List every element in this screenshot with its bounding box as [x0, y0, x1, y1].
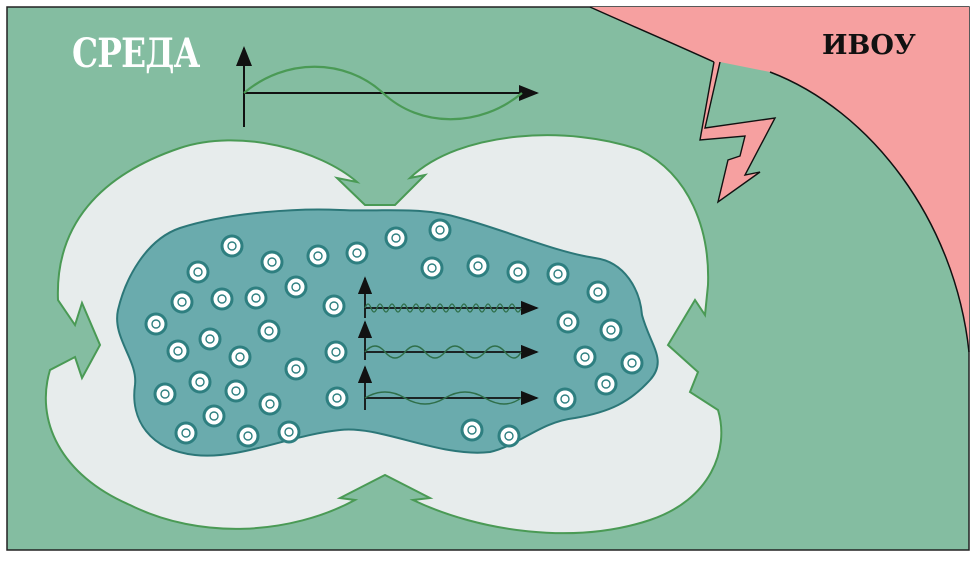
cell-icon — [166, 339, 190, 363]
cell-icon — [153, 382, 177, 406]
cell-icon — [553, 387, 577, 411]
cell-icon — [345, 241, 369, 265]
cell-icon — [420, 256, 444, 280]
cell-icon — [466, 254, 490, 278]
cell-icon — [428, 218, 452, 242]
cell-icon — [306, 244, 330, 268]
cell-icon — [546, 262, 570, 286]
threat-boundary-left — [589, 6, 715, 63]
cell-icon — [210, 287, 234, 311]
threat-boundary-right — [769, 71, 970, 353]
cell-icon — [573, 345, 597, 369]
environment-label: СРЕДА — [72, 30, 200, 77]
cell-icon — [244, 286, 268, 310]
cell-icon — [277, 420, 301, 444]
cell-icon — [170, 290, 194, 314]
cell-icon — [198, 327, 222, 351]
threat-source-label: ИВОУ — [822, 30, 916, 61]
cell-icon — [257, 319, 281, 343]
wave-high-frequency — [364, 303, 522, 313]
cell-icon — [202, 404, 226, 428]
cell-icon — [325, 386, 349, 410]
cell-icon — [236, 424, 260, 448]
cell-icon — [599, 318, 623, 342]
cells-group — [144, 218, 644, 448]
cell-icon — [224, 379, 248, 403]
cell-icon — [174, 421, 198, 445]
cell-icon — [228, 345, 252, 369]
cell-icon — [620, 351, 644, 375]
cell-icon — [497, 424, 521, 448]
cell-icon — [220, 234, 244, 258]
cell-icon — [324, 340, 348, 364]
cell-icon — [460, 418, 484, 442]
wave-low-frequency — [364, 391, 522, 405]
cell-icon — [284, 357, 308, 381]
cell-icon — [506, 260, 530, 284]
threat-zone — [590, 7, 969, 352]
cell-icon — [258, 392, 282, 416]
cell-icon — [260, 250, 284, 274]
cell-icon — [556, 310, 580, 334]
lightning-arrow-icon — [699, 61, 777, 204]
wave-mid-frequency — [364, 345, 522, 359]
cell-icon — [144, 312, 168, 336]
cell-icon — [186, 260, 210, 284]
cell-icon — [322, 294, 346, 318]
cell-icon — [586, 280, 610, 304]
environment-wave — [243, 65, 523, 121]
cell-icon — [384, 226, 408, 250]
cell-icon — [284, 275, 308, 299]
cell-icon — [594, 372, 618, 396]
cell-icon — [188, 370, 212, 394]
